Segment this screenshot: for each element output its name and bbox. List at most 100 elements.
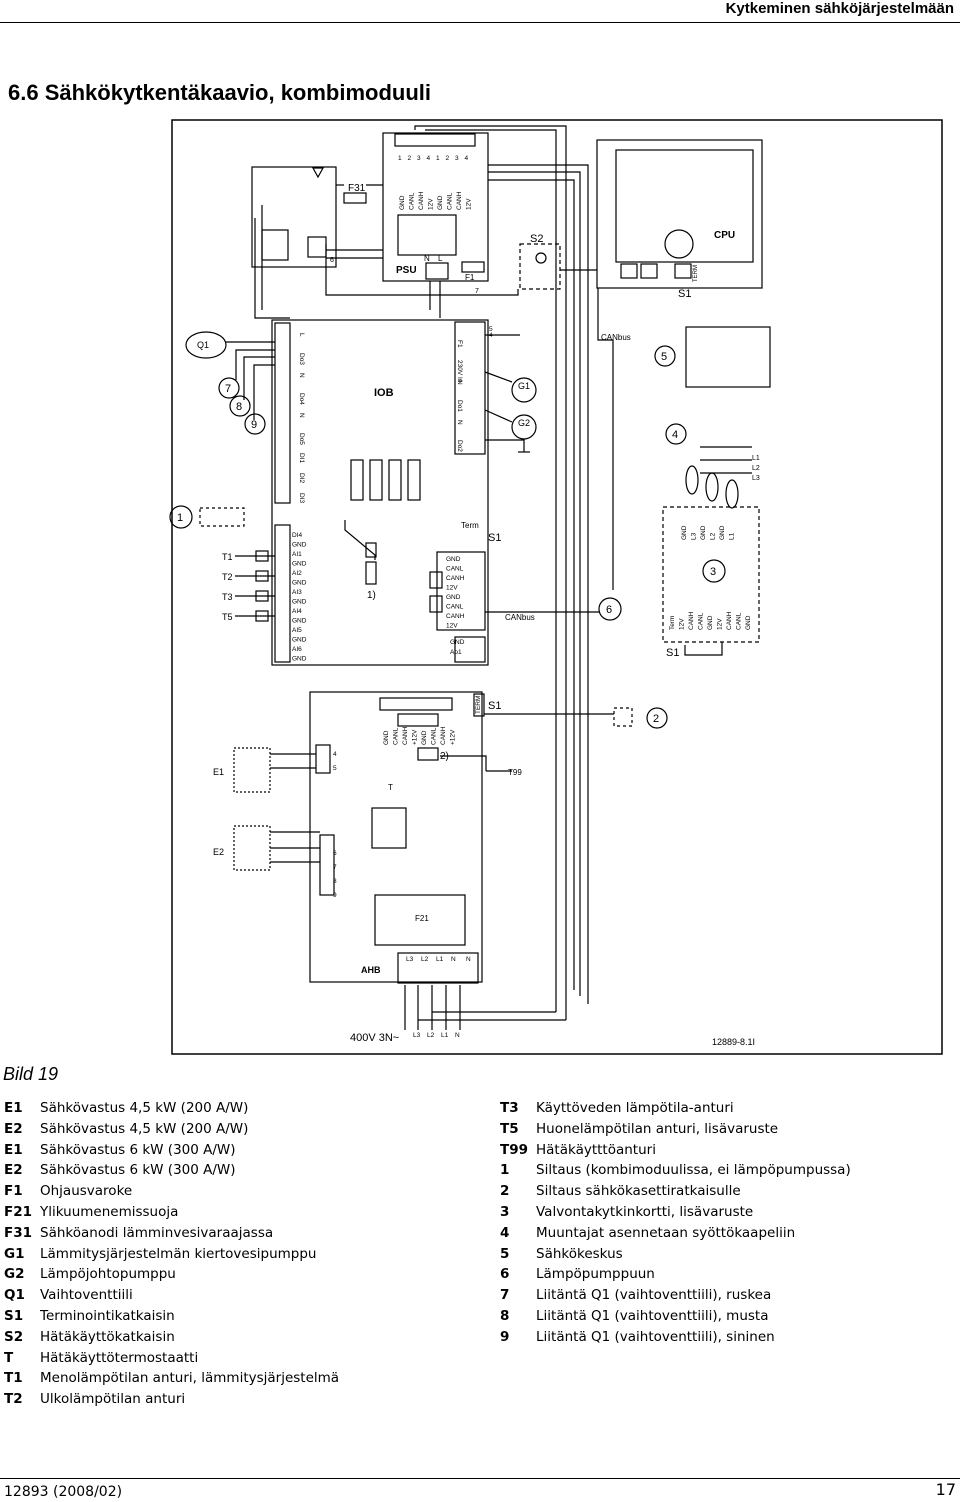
svg-text:E1: E1 (213, 767, 224, 777)
legend-code: 3 (500, 1203, 510, 1220)
iob-sensor-pin: GND (292, 561, 307, 568)
legend-text: Hätäkäytttöanturi (536, 1141, 656, 1158)
ahb-pin-label: GND (383, 730, 390, 745)
psu-pin-label: CANL (409, 192, 416, 210)
legend-text: Siltaus (kombimoduulissa, ei lämpöpumpus… (536, 1162, 851, 1179)
psu-pin-number: 2 (446, 155, 450, 162)
psu-pin-label: CANL (447, 192, 454, 210)
ahb-pin-label: CANH (440, 726, 447, 745)
svg-text:7: 7 (225, 383, 231, 395)
monitor-pin-label: CANL (736, 612, 743, 630)
ahb-pin-label: CANL (431, 727, 438, 745)
iob-can-pin: CANH (446, 613, 465, 620)
iob-sensor-pin: DI4 (292, 532, 303, 539)
legend-code: F21 (4, 1203, 33, 1220)
ahb-pin-label: +12V (412, 729, 419, 745)
legend-text: Sähkövastus 4,5 kW (200 A/W) (40, 1120, 249, 1137)
cpu-label: CPU (714, 230, 735, 241)
cpu-box (596, 139, 763, 289)
svg-text:1): 1) (367, 590, 376, 601)
f31-label: F31 (348, 183, 366, 194)
legend-text: Liitäntä Q1 (vaihtoventtiili), sininen (536, 1328, 775, 1345)
svg-text:4: 4 (672, 429, 678, 441)
legend-code: S1 (4, 1307, 24, 1324)
legend-code: T99 (500, 1141, 528, 1158)
legend-code: T (4, 1349, 14, 1366)
legend-code: T5 (500, 1120, 519, 1137)
psu-box (382, 132, 489, 282)
f31-box (251, 166, 337, 268)
legend-code: 2 (500, 1183, 510, 1200)
iob-can-pin: CANL (446, 604, 464, 611)
svg-text:CANbus: CANbus (505, 613, 535, 622)
distribution-box (685, 326, 771, 388)
iob-pin-label: L (298, 333, 305, 337)
ahb-bottom-pin: N (466, 956, 471, 963)
ahb-terminal: 6 (333, 850, 337, 857)
figure-caption: Bild 19 (3, 1064, 59, 1084)
legend-text: Sähkövastus 4,5 kW (200 A/W) (40, 1100, 249, 1116)
q1-label: Q1 (197, 340, 209, 350)
psu-pin-label: 12V (428, 198, 435, 210)
psu-pin-label: CANH (456, 191, 463, 210)
section-title: 6.6 Sähkökytkentäkaavio, kombimoduuli (8, 80, 432, 105)
ahb-terminal: 8 (333, 878, 337, 885)
iob-pin-label: N (298, 373, 305, 378)
supply-terminal: L3 (413, 1032, 421, 1039)
iob-label: IOB (374, 387, 394, 399)
ahb-pin-label: +12V (450, 729, 457, 745)
psu-pin-label: GND (437, 195, 444, 210)
legend-text: Terminointikatkaisin (40, 1307, 175, 1324)
iob-can-pin: 12V (446, 623, 458, 630)
monitor-pin-label: GND (719, 525, 726, 540)
svg-text:7: 7 (475, 288, 479, 295)
legend-code: 9 (500, 1328, 510, 1345)
legend-text: Sähkövastus 6 kW (300 A/W) (40, 1162, 236, 1179)
q1-circle (185, 331, 227, 359)
svg-text:L2: L2 (752, 465, 760, 472)
monitor-board (662, 506, 760, 643)
svg-text:T5: T5 (222, 612, 233, 622)
psu-pin-label: CANH (418, 191, 425, 210)
ahb-pin-label: CANL (393, 727, 400, 745)
legend-text: Sähkökeskus (536, 1245, 623, 1262)
iob-pin-label: F1 (456, 340, 463, 348)
svg-text:S1: S1 (488, 532, 501, 544)
legend-text: Menolämpötilan anturi, lämmitysjärjestel… (40, 1370, 340, 1387)
iob-pin-label: DI3 (298, 493, 305, 504)
psu-pin-number: 3 (455, 155, 459, 162)
svg-text:9: 9 (251, 419, 257, 431)
iob-pin-label: 230V In (456, 360, 463, 383)
monitor-pin-label: 12V (717, 618, 724, 630)
iob-sensor-pin: AI6 (292, 646, 302, 653)
legend-code: E1 (4, 1141, 23, 1158)
svg-text:8: 8 (236, 401, 242, 413)
legend-code: T2 (4, 1391, 23, 1408)
iob-sensor-pin: GND (292, 618, 307, 625)
legend-code: F1 (4, 1183, 23, 1200)
footer-doc-id: 12893 (2008/02) (4, 1484, 123, 1500)
svg-text:S1: S1 (666, 647, 679, 659)
svg-text:F1: F1 (465, 273, 475, 282)
legend-text: Liitäntä Q1 (vaihtoventtiili), musta (536, 1307, 769, 1324)
diagram-frame (171, 119, 943, 1055)
svg-text:T99: T99 (508, 768, 522, 777)
psu-pin-number: 3 (417, 155, 421, 162)
svg-text:TERM: TERM (693, 265, 699, 282)
monitor-pin-label: GND (745, 615, 752, 630)
iob-sensor-pin: GND (292, 542, 307, 549)
iob-sensor-pin: GND (292, 580, 307, 587)
legend-code: 1 (500, 1162, 510, 1179)
legend-code: T1 (4, 1370, 23, 1387)
legend-text: Huonelämpötilan anturi, lisävaruste (536, 1120, 779, 1137)
